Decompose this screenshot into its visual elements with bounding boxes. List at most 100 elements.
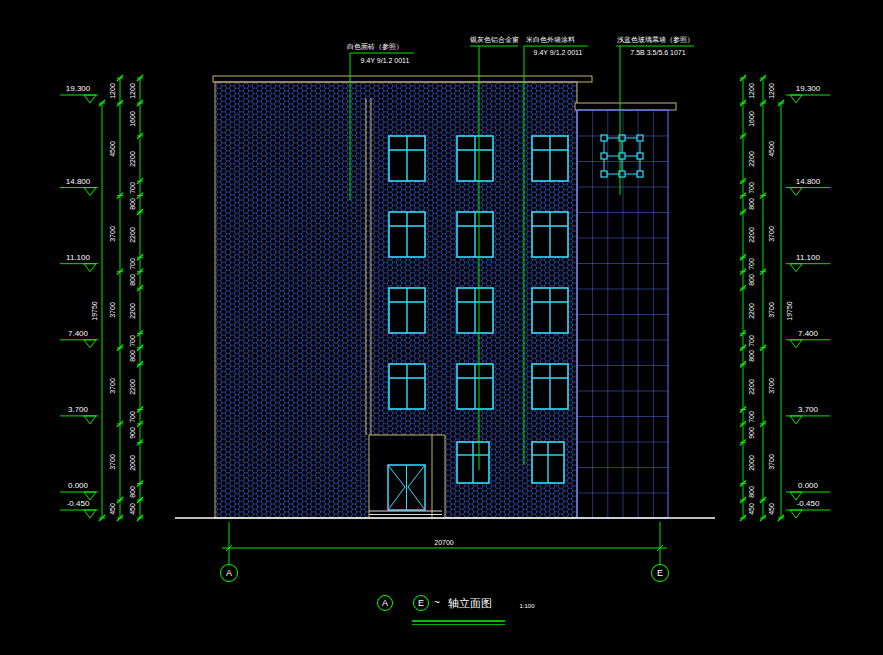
door-swing <box>388 465 425 510</box>
dimension-text: 450 <box>768 503 775 515</box>
dimension-text: 800 <box>748 198 755 210</box>
dimension-tick <box>740 133 746 139</box>
dimension-text: 2200 <box>748 151 755 167</box>
dimension-tick <box>740 481 746 487</box>
dimension-tick <box>740 345 746 351</box>
drawing-part <box>637 135 643 141</box>
dimension-tick <box>117 345 123 351</box>
drawing-part <box>222 545 667 551</box>
dimension-line <box>781 103 782 518</box>
dimension-text: 3700 <box>109 226 116 242</box>
elevation-text: 3.700 <box>798 406 818 414</box>
dimension-tick <box>740 421 746 427</box>
material-note: 银灰色铝合金窗 <box>470 36 519 43</box>
dimension-line <box>140 78 141 518</box>
material-note: 米白色外墙涂料 <box>526 36 575 43</box>
dimension-text: 1600 <box>129 112 136 128</box>
dimension-marks <box>60 75 830 521</box>
dimension-tick <box>137 209 143 215</box>
axis-letter: E <box>651 564 669 582</box>
material-note: 7.5B 3.5/5.6 1071 <box>630 49 685 56</box>
dimension-tick <box>760 75 766 81</box>
elevation-triangle <box>84 188 96 196</box>
elevation-triangle <box>790 416 802 424</box>
dimension-tick <box>740 361 746 367</box>
dimension-tick <box>778 100 784 106</box>
dimension-text: 19750 <box>91 301 98 320</box>
cornice <box>213 76 592 82</box>
dimension-text: 800 <box>129 486 136 498</box>
dimension-tick <box>760 497 766 503</box>
drawing-part <box>457 136 493 181</box>
windows <box>389 136 568 483</box>
drawing-part <box>457 212 493 257</box>
drawing-part <box>389 212 425 257</box>
dimension-tick <box>137 421 143 427</box>
dimension-tick <box>137 133 143 139</box>
dimension-tick <box>778 515 784 521</box>
axis-bubble: E <box>651 564 669 582</box>
dimension-tick <box>760 421 766 427</box>
dimension-line <box>120 78 121 518</box>
axis-letter: A <box>220 564 238 582</box>
ground-line <box>175 517 715 519</box>
bubble-circle <box>414 596 429 611</box>
dimension-tick <box>117 100 123 106</box>
dimension-tick <box>117 421 123 427</box>
dimension-tick <box>740 285 746 291</box>
dimension-tick <box>99 515 105 521</box>
dimension-text: 3700 <box>109 302 116 318</box>
dimension-text: 700 <box>748 259 755 271</box>
dimension-text: 2200 <box>129 151 136 167</box>
elevation-text: 14.800 <box>66 178 90 186</box>
dimension-tick <box>760 100 766 106</box>
dimension-line <box>763 78 764 518</box>
dimension-tick <box>137 254 143 260</box>
dimension-text: 2000 <box>748 455 755 471</box>
dimension-text: 19750 <box>786 301 793 320</box>
dimension-tick <box>137 285 143 291</box>
dimension-tick <box>740 439 746 445</box>
dimension-tick <box>740 100 746 106</box>
curtain-grid <box>577 110 668 518</box>
decor-links <box>604 138 640 174</box>
dimension-tick <box>740 209 746 215</box>
drawing-part <box>601 171 607 177</box>
elevation-triangle <box>790 510 802 518</box>
dimension-text: 3700 <box>768 226 775 242</box>
drawing-part <box>532 212 568 257</box>
axis-bubble: A <box>377 595 393 611</box>
dimension-line <box>102 103 103 518</box>
drawing-part <box>457 364 493 409</box>
dimension-text: 800 <box>748 350 755 362</box>
dimension-text: 450 <box>129 503 136 515</box>
dimension-text: 2200 <box>748 303 755 319</box>
dimension-text: 1200 <box>768 83 775 99</box>
dimension-tick <box>760 515 766 521</box>
dimension-tick <box>117 497 123 503</box>
drawing-part <box>637 171 643 177</box>
dimension-tick <box>137 361 143 367</box>
dimension-text: 1200 <box>109 83 116 99</box>
dimension-text: 3700 <box>768 454 775 470</box>
drawing-title: 轴立面图 <box>448 598 492 609</box>
dimension-tick <box>137 269 143 275</box>
elevation-triangle <box>790 188 802 196</box>
dimension-text: 3700 <box>109 378 116 394</box>
elevation-triangle <box>84 416 96 424</box>
dimension-tick <box>137 497 143 503</box>
dimension-text: 900 <box>748 427 755 439</box>
glass-curtain-wall <box>575 103 676 518</box>
bubble-circle <box>652 565 669 582</box>
dimension-text: 800 <box>129 274 136 286</box>
elevation-triangle <box>84 492 96 500</box>
dimension-tick <box>740 515 746 521</box>
dimension-line <box>743 78 744 518</box>
elevation-text: 0.000 <box>798 482 818 490</box>
facade <box>213 76 592 518</box>
dimension-tick <box>99 100 105 106</box>
dimension-text: 2200 <box>748 379 755 395</box>
elevation-triangle <box>84 340 96 348</box>
axis-bubble: E <box>413 595 429 611</box>
